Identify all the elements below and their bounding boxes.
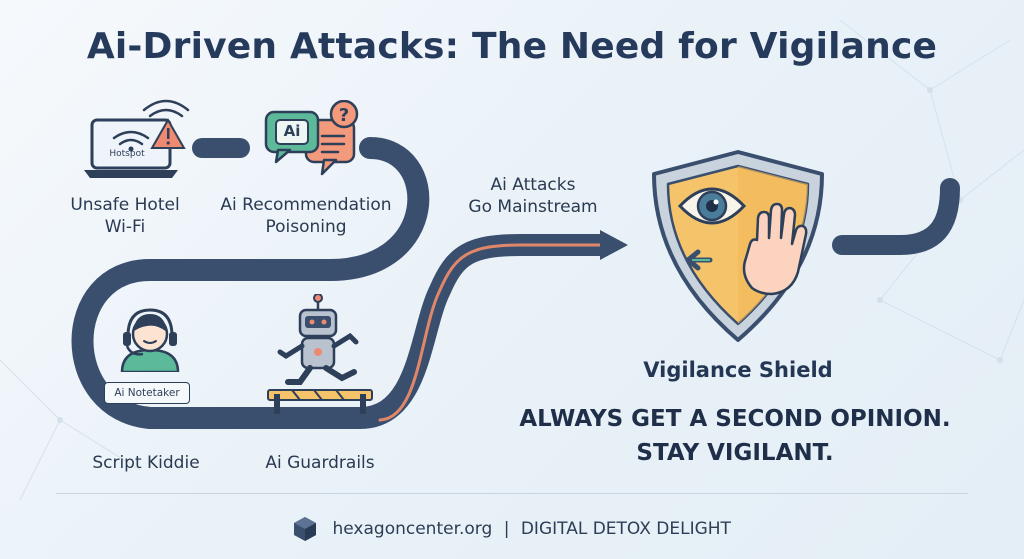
chat-bubble-question-icon: ?	[264, 100, 359, 176]
footer-tagline: DIGITAL DETOX DELIGHT	[520, 519, 731, 539]
shield-slogan-line1: ALWAYS GET A SECOND OPINION.	[519, 406, 951, 432]
path-accent-line	[378, 243, 604, 422]
stage-label-mainstream: Ai Attacks Go Mainstream	[458, 174, 608, 218]
stage-label-wifi: Unsafe Hotel Wi-Fi	[60, 194, 190, 238]
svg-text:?: ?	[339, 105, 349, 126]
path-arrow-head	[600, 230, 628, 260]
headset-person-icon	[120, 308, 180, 372]
stage-label-guardrails: Ai Guardrails	[265, 453, 375, 473]
footer-separator: |	[503, 519, 510, 539]
hotspot-screen-text: Hotspot	[109, 149, 145, 159]
robot-hurdle-icon	[267, 294, 373, 414]
footer-site[interactable]: hexagoncenter.org	[332, 519, 493, 539]
stage-label-mainstream-line1: Ai Attacks	[490, 175, 576, 195]
page-title: Ai-Driven Attacks: The Need for Vigilanc…	[86, 26, 938, 67]
stage-label-wifi-line1: Unsafe Hotel	[70, 195, 180, 215]
shield-eye-hand-icon	[652, 150, 824, 342]
stage-label-script-kiddie: Script Kiddie	[92, 453, 200, 473]
stage-label-recommendation-line1: Ai Recommendation	[220, 195, 392, 215]
stage-label-mainstream-line2: Go Mainstream	[468, 197, 598, 217]
shield-slogan-line2: STAY VIGILANT.	[636, 440, 834, 466]
chat-bubble-text: Ai	[283, 122, 301, 140]
ai-notetaker-badge: Ai Notetaker	[104, 382, 190, 404]
footer: hexagoncenter.org | DIGITAL DETOX DELIGH…	[0, 516, 1024, 542]
hexagon-cube-icon	[294, 517, 317, 541]
laptop-wifi-warning-icon	[84, 99, 190, 178]
footer-divider	[56, 493, 968, 494]
shield-name: Vigilance Shield	[643, 358, 833, 382]
stage-label-recommendation-line2: Poisoning	[265, 217, 347, 237]
shield-slogan: ALWAYS GET A SECOND OPINION. STAY VIGILA…	[470, 402, 1000, 470]
stage-label-wifi-line2: Wi-Fi	[104, 217, 146, 237]
path-exit-road	[832, 178, 960, 255]
stage-label-recommendation: Ai Recommendation Poisoning	[216, 194, 396, 238]
